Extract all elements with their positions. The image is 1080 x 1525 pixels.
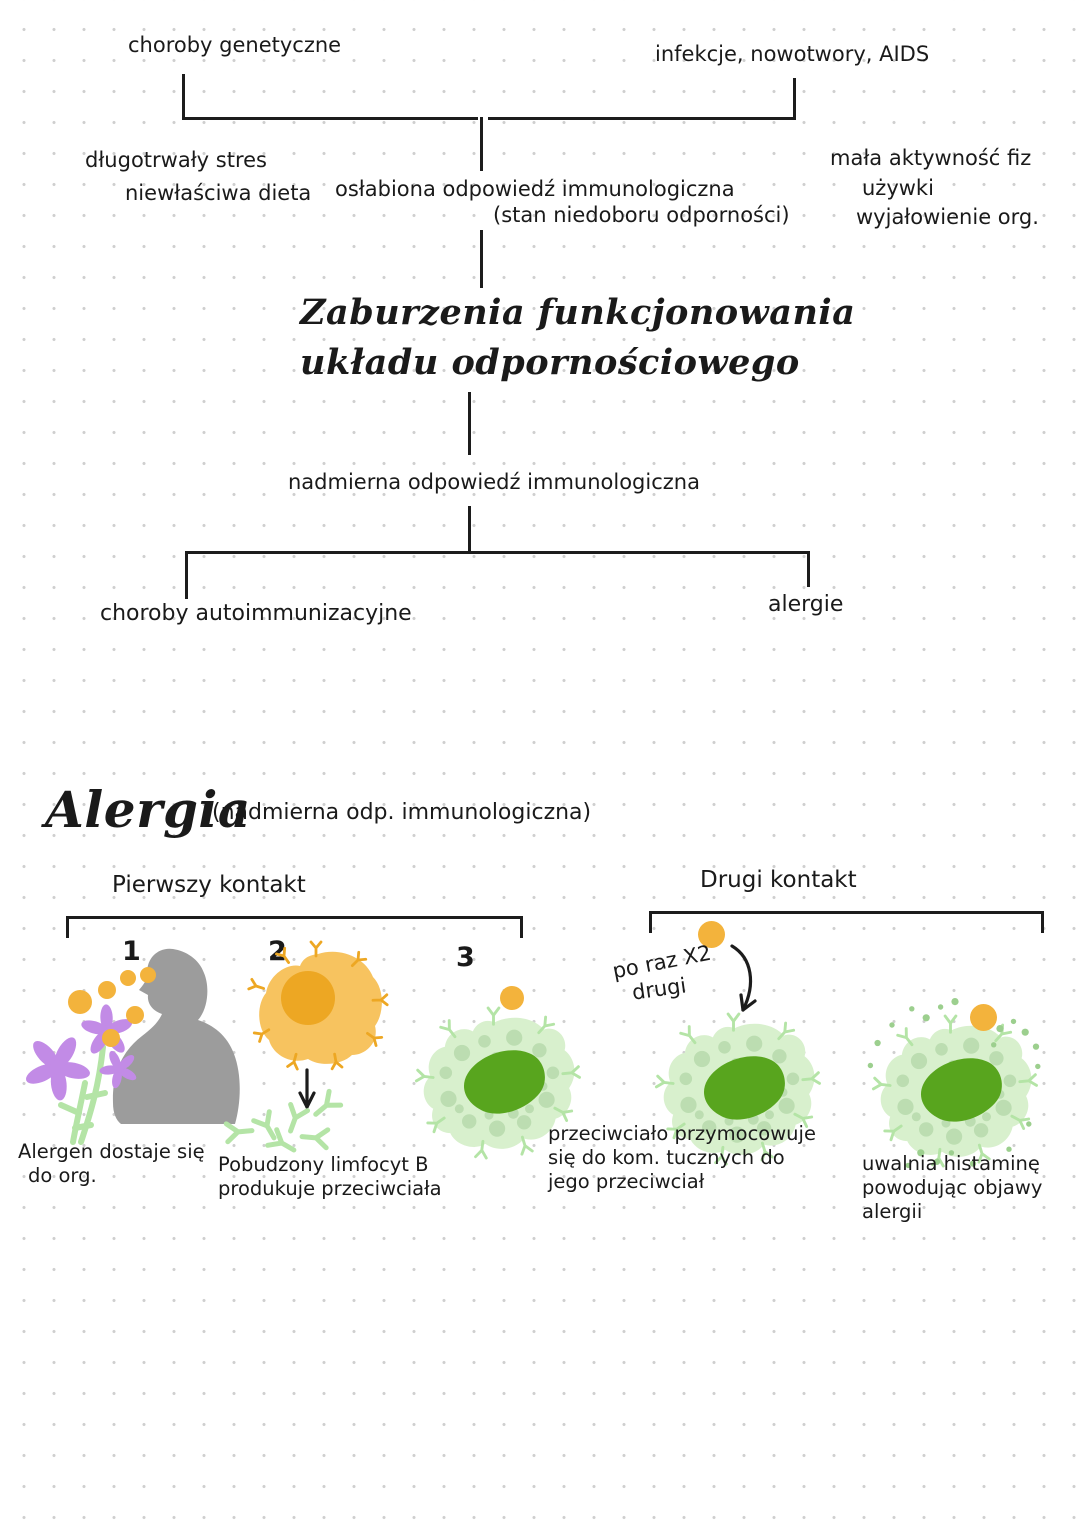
caption-line: przeciwciało przymocowuje [548, 1122, 816, 1145]
first-contact-bracket [66, 916, 523, 941]
main-title-line1: Zaburzenia funkcjonowania [300, 292, 856, 333]
second-contact-bracket [649, 911, 1044, 936]
allergy-heading: Alergia [45, 780, 251, 839]
caption-line: jego przeciwciał [548, 1169, 705, 1193]
step-number-3: 3 [456, 942, 475, 973]
connector-line [480, 117, 483, 171]
main-title: Zaburzenia funkcjonowania układu odporno… [300, 288, 855, 387]
caption-line: produkuje przeciwciała [218, 1176, 442, 1200]
caption-line: alergii [862, 1199, 923, 1223]
curved-arrow-icon [730, 944, 757, 1012]
step-number-1: 1 [122, 936, 141, 967]
first-contact-label: Pierwszy kontakt [112, 872, 306, 898]
step-number-2: 2 [268, 936, 287, 967]
allergen-dot-icon [68, 967, 156, 1047]
factor-stimulants: używki [862, 176, 934, 200]
allergen-entry-illustration [18, 948, 240, 1145]
caption-line: się do kom. tucznych do [548, 1145, 785, 1169]
step1-caption: Alergen dostaje się do org. [18, 1140, 205, 1188]
caption-line: Pobudzony limfocyt B [218, 1153, 429, 1176]
factor-long-term-stress: długotrwały stres [85, 148, 267, 172]
connector-line [480, 230, 483, 288]
allergen-dot-icon [970, 1004, 997, 1031]
final-caption: uwalnia histaminę powodując objawy alerg… [862, 1152, 1042, 1223]
allergen-dot-icon [500, 986, 524, 1010]
node-excessive-immune-response: nadmierna odpowiedź immunologiczna [288, 470, 700, 494]
b-lymphocyte-icon [247, 940, 389, 1071]
node-weakened-immune-response: osłabiona odpowiedź immunologiczna [335, 177, 735, 201]
connector-line [185, 551, 810, 554]
caption-line: do org. [28, 1163, 97, 1187]
connector-line [468, 392, 471, 455]
node-immunodeficiency-state: (stan niedoboru odporności) [493, 203, 790, 227]
allergen-dot-icon [698, 921, 725, 948]
factor-sterile-organism: wyjałowienie org. [856, 205, 1039, 229]
connector-line [185, 551, 188, 599]
connector-line [807, 551, 810, 587]
person-silhouette-icon [112, 948, 240, 1124]
allergy-heading-note: (nadmierna odp. immunologiczna) [212, 800, 592, 825]
step3-caption: przeciwciało przymocowuje się do kom. tu… [548, 1122, 816, 1193]
node-allergies: alergie [768, 592, 844, 617]
histamine-dots-icon [867, 998, 1041, 1169]
connector-line [182, 117, 478, 120]
caption-line: Alergen dostaje się [18, 1140, 205, 1163]
b-lymphocyte-illustration [228, 940, 389, 1152]
connector-line [182, 74, 185, 120]
antibody-icon [226, 1091, 340, 1157]
factor-improper-diet: niewłaściwa dieta [125, 181, 312, 205]
flower-stems-icon [58, 1044, 108, 1145]
step2-caption: Pobudzony limfocyt B produkuje przeciwci… [218, 1153, 442, 1201]
main-title-line2: układu odpornościowego [300, 341, 800, 383]
mast-cell-icon [867, 998, 1041, 1169]
connector-line [468, 506, 471, 554]
connector-line [488, 117, 795, 120]
factor-low-physical-activity: mała aktywność fiz [830, 146, 1032, 170]
connector-line [793, 78, 796, 120]
caption-line: uwalnia histaminę [862, 1152, 1040, 1175]
node-autoimmune-diseases: choroby autoimmunizacyjne [100, 601, 412, 626]
second-contact-label: Drugi kontakt [700, 867, 857, 893]
node-infections-cancers-aids: infekcje, nowotwory, AIDS [655, 42, 930, 66]
caption-line: powodując objawy [862, 1175, 1043, 1199]
node-genetic-diseases: choroby genetyczne [128, 33, 342, 57]
arrow-down-icon [298, 1068, 316, 1109]
